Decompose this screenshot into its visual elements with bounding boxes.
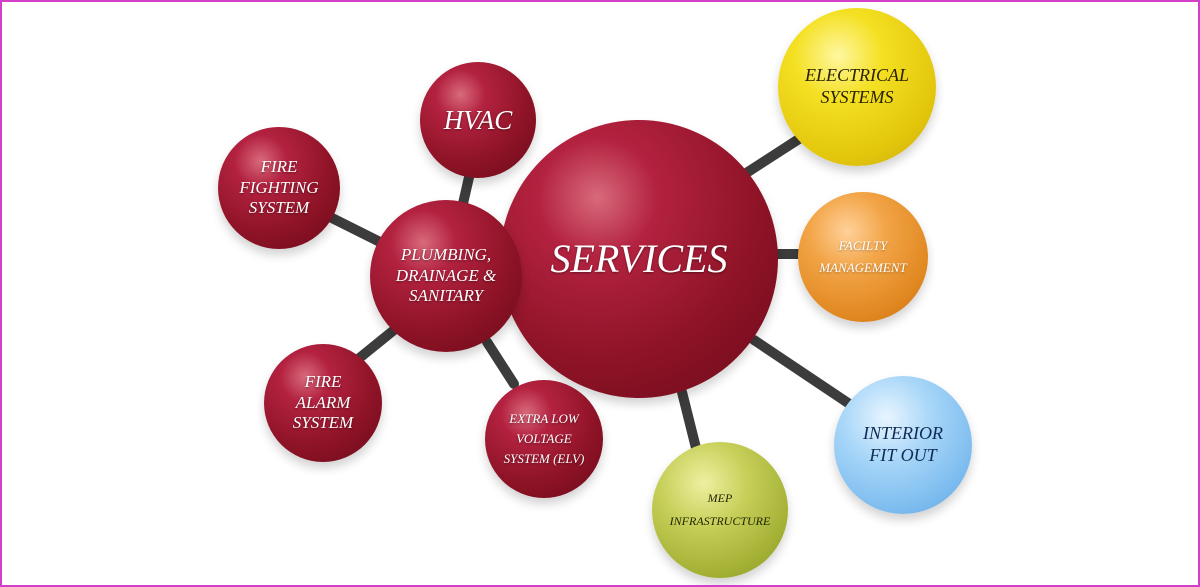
fire-fighting-node: FIRE FIGHTING SYSTEM [218,127,340,249]
facility-management-node: FACILTY MANAGEMENT [798,192,928,322]
plumbing-label: PLUMBING, DRAINAGE & SANITARY [395,245,497,306]
facility-management-label: FACILTY MANAGEMENT [819,237,907,275]
fire-alarm-label: FIRE ALARM SYSTEM [292,372,354,433]
mep-infrastructure-label: MEP INFRASTRUCTURE [669,491,771,528]
connector-plumbing-firealarm [352,325,399,365]
connector-services-mep [677,387,702,457]
hvac-label: HVAC [443,104,513,135]
services-center-node: SERVICES [500,120,778,398]
electrical-systems-node: ELECTRICAL SYSTEMS [778,8,936,166]
hvac-node: HVAC [420,62,536,178]
plumbing-node: PLUMBING, DRAINAGE & SANITARY [370,200,522,352]
fire-alarm-node: FIRE ALARM SYSTEM [264,344,382,462]
mep-infrastructure-node: MEP INFRASTRUCTURE [652,442,788,578]
connector-plumbing-firefighting [325,212,389,249]
connector-plumbing-elv [482,337,519,389]
interior-fit-out-label: INTERIOR FIT OUT [863,423,943,465]
electrical-systems-label: ELECTRICAL SYSTEMS [804,65,910,107]
elv-node: EXTRA LOW VOLTAGE SYSTEM (ELV) [485,380,603,498]
connector-services-interior [749,335,859,412]
elv-label: EXTRA LOW VOLTAGE SYSTEM (ELV) [503,410,585,467]
interior-fit-out-node: INTERIOR FIT OUT [834,376,972,514]
services-center-label: SERVICES [550,236,728,281]
fire-fighting-label: FIRE FIGHTING SYSTEM [239,157,319,218]
